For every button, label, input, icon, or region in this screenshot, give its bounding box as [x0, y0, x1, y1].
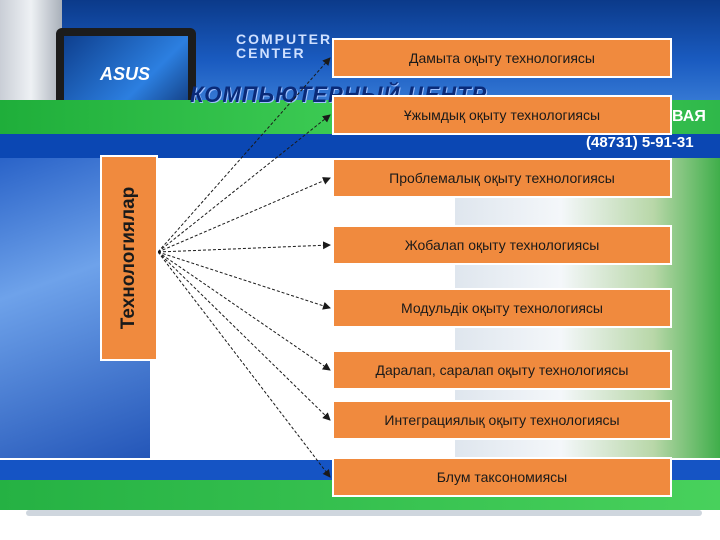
target-box-8: Блум таксономиясы — [332, 457, 672, 497]
side-word: ВАЯ — [672, 108, 706, 125]
target-box-5: Модульдік оқыту технологиясы — [332, 288, 672, 328]
target-label-8: Блум таксономиясы — [436, 469, 568, 485]
monitor-brand: ASUS — [100, 64, 151, 84]
blue-bar — [0, 134, 720, 158]
arrow-2 — [157, 114, 331, 253]
arrow-7 — [157, 251, 331, 421]
bottom-rule — [26, 510, 702, 516]
phone-number: (48731) 5-91-31 — [586, 134, 694, 151]
target-label-7: Интеграциялық оқыту технологиясы — [384, 412, 620, 428]
target-label-2: Ұжымдық оқыту технологиясы — [403, 107, 601, 123]
arrow-1 — [157, 57, 331, 253]
logo-small-line-1: COMPUTER — [236, 31, 333, 47]
target-box-3: Проблемалық оқыту технологиясы — [332, 158, 672, 198]
target-box-7: Интеграциялық оқыту технологиясы — [332, 400, 672, 440]
logo-small: COMPUTER CENTER — [236, 32, 332, 60]
target-label-4: Жобалап оқыту технологиясы — [404, 237, 600, 253]
arrow-6 — [157, 251, 331, 371]
arrow-5 — [157, 251, 331, 310]
arrow-4 — [157, 241, 331, 253]
target-box-6: Даралап, саралап оқыту технологиясы — [332, 350, 672, 390]
technologies-label: Технологиялар — [118, 186, 139, 330]
target-box-4: Жобалап оқыту технологиясы — [332, 225, 672, 265]
target-label-1: Дамыта оқыту технологиясы — [409, 50, 595, 66]
logo-small-line-2: CENTER — [236, 45, 306, 61]
arrow-8 — [157, 251, 331, 478]
target-label-3: Проблемалық оқыту технологиясы — [389, 170, 615, 186]
target-box-2: Ұжымдық оқыту технологиясы — [332, 95, 672, 135]
target-label-5: Модульдік оқыту технологиясы — [401, 300, 603, 316]
arrow-3 — [157, 177, 331, 253]
technologies-label-box: Технологиялар — [100, 155, 158, 361]
target-label-6: Даралап, саралап оқыту технологиясы — [375, 362, 629, 378]
target-box-1: Дамыта оқыту технологиясы — [332, 38, 672, 78]
